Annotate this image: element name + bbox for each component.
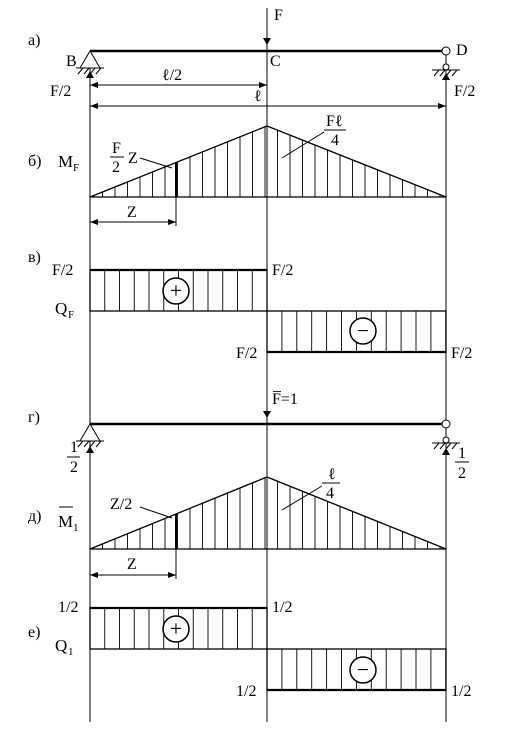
label-q2-left: 1/2 [58, 599, 78, 616]
pin-support-g [76, 423, 104, 448]
moment-hatch-1 [102, 126, 441, 197]
label-m1-sub: 1 [73, 522, 79, 534]
minus-sign-1-text: − [357, 318, 369, 343]
leader-peak2 [281, 485, 323, 511]
label-a: а) [28, 32, 40, 49]
label-qf-sub: F [68, 309, 74, 321]
minus-sign-1 [349, 317, 377, 345]
minus-sign-2-text: − [357, 657, 369, 682]
leader-z2 [139, 506, 173, 519]
minus-sign-2 [349, 656, 377, 684]
label-reaction-left: F/2 [50, 83, 71, 100]
label-e: е) [28, 624, 40, 641]
moment-triangle-1 [89, 125, 447, 198]
label-b: б) [28, 153, 41, 170]
label-q2-right-top: 1/2 [272, 599, 292, 616]
label-c-point: C [270, 53, 281, 70]
label-mf: M [58, 152, 73, 171]
label-b-point: B [66, 53, 77, 70]
label-m1: M [58, 512, 73, 531]
moment-hatch-2 [102, 477, 441, 549]
leader-f2z [139, 157, 173, 169]
label-peak1-den: 4 [331, 132, 339, 149]
label-q2-bot-left: 1/2 [236, 683, 256, 700]
label-q1-bot-right: F/2 [451, 345, 472, 362]
label-peak2-den: 4 [326, 485, 334, 502]
label-mf-sub: F [73, 162, 79, 174]
label-q1-bot-left: F/2 [236, 345, 257, 362]
label-unit-f: F̅=1 [272, 390, 298, 408]
label-half-den-r: 2 [458, 465, 466, 482]
label-l-half: ℓ/2 [162, 67, 182, 84]
label-q1-right-top: F/2 [272, 262, 293, 279]
label-v: в) [28, 249, 41, 266]
label-d: д) [28, 508, 41, 525]
label-l: ℓ [254, 88, 262, 105]
label-q1-sub: 1 [68, 646, 74, 658]
plus-sign-2-text: + [170, 616, 182, 641]
leader-peak1 [281, 131, 325, 159]
plus-sign-1-text: + [170, 278, 182, 303]
label-f2z-den: 2 [112, 159, 120, 176]
label-q2-bot-right: 1/2 [451, 683, 471, 700]
label-q1-left: F/2 [52, 262, 73, 279]
plus-sign-1 [162, 277, 190, 305]
label-f-load: F [274, 7, 283, 24]
label-half-num-r: 1 [458, 445, 466, 462]
roller-support-g [432, 428, 460, 450]
moment-triangle-2 [89, 476, 447, 550]
plus-sign-2 [162, 615, 190, 643]
label-g: г) [28, 409, 40, 426]
label-peak2-num: ℓ [328, 466, 336, 483]
label-reaction-right: F/2 [454, 83, 475, 100]
label-q1: Q [55, 636, 67, 655]
label-d-point: D [456, 42, 468, 59]
label-z1: Z [127, 204, 137, 221]
label-qf: Q [55, 299, 67, 318]
label-z3: Z [127, 556, 137, 573]
hinge-d [441, 46, 451, 56]
pin-support-b [76, 50, 104, 75]
label-half-den-l: 2 [70, 459, 78, 476]
label-f2z-num: F [112, 140, 121, 157]
label-half-num-l: 1 [70, 439, 78, 456]
label-peak1-num: Fℓ [326, 113, 343, 130]
hinge-g-right [441, 419, 451, 429]
label-f2z-z: Z [128, 150, 138, 167]
label-z2: Z/2 [110, 496, 132, 513]
shear-hatch-2 [104, 608, 447, 690]
